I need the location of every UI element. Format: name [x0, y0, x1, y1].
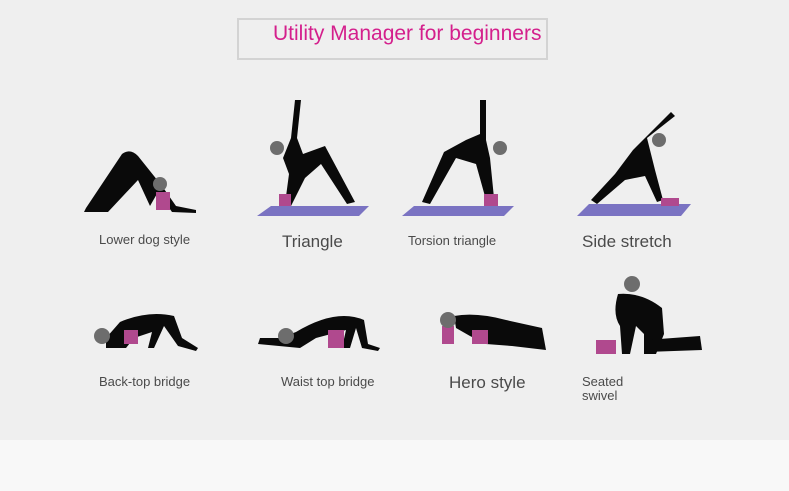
pose-label-hero-style: Hero style	[449, 373, 526, 392]
triangle-figure	[257, 100, 369, 216]
seated-swivel-figure	[596, 276, 702, 354]
side-stretch-figure	[577, 112, 691, 216]
pose-label-torsion-triangle: Torsion triangle	[408, 233, 497, 248]
illustration-panel: Utility Manager for beginners Lower dog …	[84, 18, 702, 403]
lower-dog-figure	[84, 151, 196, 213]
pose-label-seated-swivel: Seated swivel	[582, 374, 624, 403]
pose-label-lower-dog: Lower dog style	[99, 232, 191, 247]
pose-label-side-stretch: Side stretch	[582, 232, 672, 251]
waist-top-bridge-figure	[258, 316, 380, 351]
page-title: Utility Manager for beginners	[273, 22, 542, 45]
hero-style-figure	[440, 312, 546, 350]
pose-label-triangle: Triangle	[282, 232, 343, 251]
pose-label-waist-top-bridge: Waist top bridge	[281, 374, 375, 389]
bottom-strip	[0, 440, 789, 491]
pose-label-back-top-bridge: Back-top bridge	[99, 374, 191, 389]
back-top-bridge-figure	[94, 314, 198, 351]
torsion-triangle-figure	[402, 100, 514, 216]
title-box: Utility Manager for beginners	[237, 18, 548, 60]
